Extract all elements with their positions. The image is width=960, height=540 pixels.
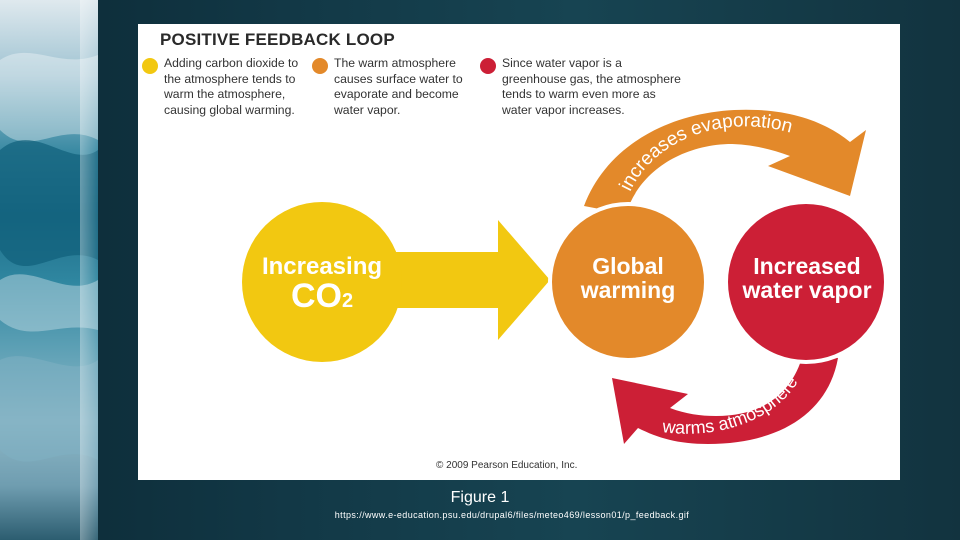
water-vapor-line2: water vapor	[742, 277, 872, 304]
step-3: Since water vapor is a greenhouse gas, t…	[480, 56, 681, 118]
step-1: Adding carbon dioxide to the atmosphere …	[142, 56, 298, 118]
step-2-text: The warm atmosphere causes surface water…	[334, 56, 463, 117]
step-1-text: Adding carbon dioxide to the atmosphere …	[164, 56, 299, 117]
yellow-dot-icon	[142, 58, 158, 74]
feedback-loop-figure: POSITIVE FEEDBACK LOOP Adding carbon dio…	[138, 24, 900, 480]
global-warming-node-circle	[548, 202, 708, 362]
water-vapor-line1: Increased	[753, 253, 861, 279]
co2-node-label: Increasing CO2	[252, 254, 392, 315]
global-warming-node-label: Global warming	[558, 254, 698, 302]
water-vapor-node-circle	[724, 200, 888, 364]
co2-text: CO	[290, 277, 342, 316]
global-warming-line2: warming	[580, 277, 676, 304]
step-3-text: Since water vapor is a greenhouse gas, t…	[502, 56, 681, 117]
evaporation-arrow-shape	[584, 109, 866, 214]
source-url: https://www.e-education.psu.edu/drupal6/…	[334, 510, 690, 520]
co2-node-line1: Increasing	[261, 253, 383, 280]
step-2: The warm atmosphere causes surface water…	[312, 56, 463, 118]
co2-subscript: 2	[341, 290, 354, 313]
warming-arrow-shape	[612, 350, 838, 444]
figure-caption: Figure 1	[450, 489, 510, 506]
red-dot-icon	[480, 58, 496, 74]
co2-node-circle	[242, 202, 402, 362]
water-vapor-node-label: Increased water vapor	[732, 254, 882, 302]
global-warming-line1: Global	[592, 253, 664, 279]
panel-divider	[80, 0, 98, 540]
figure-title: POSITIVE FEEDBACK LOOP	[160, 30, 395, 49]
feedback-loop-diagram: increases evaporation warms atmosphere	[242, 109, 888, 444]
orange-dot-icon	[312, 58, 328, 74]
wave-background-image	[0, 0, 98, 540]
co2-arrow-shape	[378, 220, 550, 340]
copyright-notice: © 2009 Pearson Education, Inc.	[436, 460, 578, 471]
co2-node-line2: CO2	[252, 277, 392, 316]
